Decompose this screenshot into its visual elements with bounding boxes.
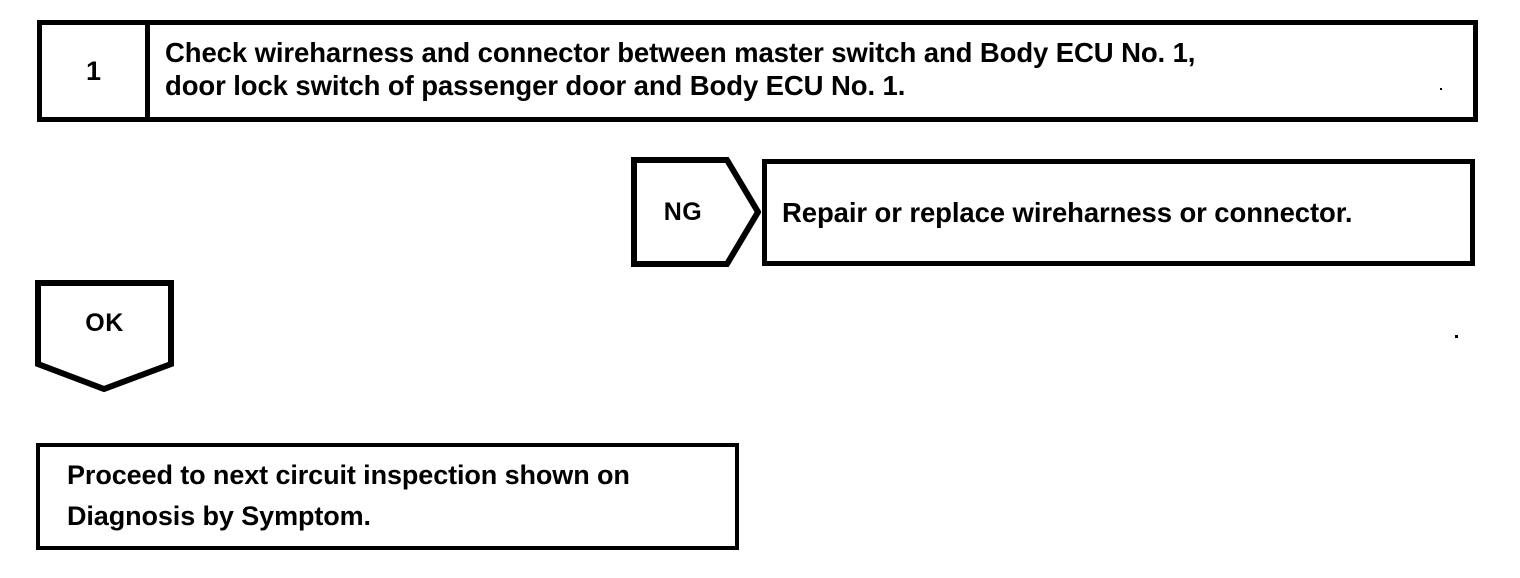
- ng-result-box: Repair or replace wireharness or connect…: [762, 159, 1475, 266]
- ng-branch-label: NG: [663, 197, 703, 226]
- step-number: 1: [85, 55, 102, 86]
- step-number-cell: 1: [42, 25, 150, 117]
- ng-branch-pentagon: NG: [631, 157, 761, 267]
- ok-result-line-2: Diagnosis by Symptom.: [67, 500, 371, 531]
- pentagon-down-icon: [35, 280, 174, 392]
- scan-artifact-speck: [1455, 335, 1458, 338]
- step-instruction-line-2: door lock switch of passenger door and B…: [165, 70, 906, 101]
- scan-artifact-speck: [1440, 88, 1442, 90]
- step-1-box: 1 Check wireharness and connector betwee…: [37, 20, 1478, 122]
- ng-result-text: Repair or replace wireharness or connect…: [782, 196, 1353, 228]
- ok-branch-pentagon: OK: [35, 280, 174, 392]
- step-instruction-line-1: Check wireharness and connector between …: [165, 37, 1196, 68]
- ok-branch-label: OK: [85, 308, 124, 337]
- step-instruction-cell: Check wireharness and connector between …: [150, 25, 1473, 117]
- ok-result-line-1: Proceed to next circuit inspection shown…: [67, 459, 630, 490]
- pentagon-right-icon: [631, 157, 761, 267]
- ok-result-box: Proceed to next circuit inspection shown…: [36, 443, 739, 550]
